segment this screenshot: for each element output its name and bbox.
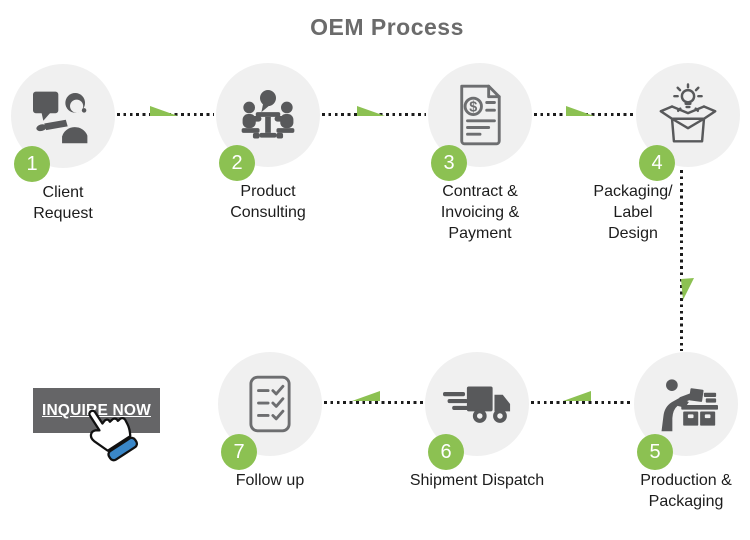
step-label: Contract & Invoicing & Payment bbox=[440, 183, 520, 242]
step-packaging-label-design: 4 Packaging/ Label Design bbox=[593, 63, 750, 244]
step-client-request: 1 Client Request bbox=[0, 64, 148, 224]
connector-dotted-line-4-5 bbox=[680, 170, 683, 351]
step-number-badge: 3 bbox=[431, 145, 467, 181]
contract-invoice-icon: $ bbox=[460, 84, 501, 146]
step-product-consulting: 2 Product Consulting bbox=[183, 63, 353, 223]
arrow-left-icon bbox=[352, 391, 380, 401]
step-number-badge: 6 bbox=[428, 434, 464, 470]
shipment-dispatch-icon bbox=[443, 386, 511, 423]
step-circle: $ bbox=[428, 63, 532, 167]
arrow-right-icon bbox=[150, 106, 178, 116]
step-circle bbox=[11, 64, 115, 168]
production-packaging-icon bbox=[661, 379, 718, 432]
arrow-right-icon bbox=[357, 106, 385, 116]
step-shipment-dispatch: 6 Shipment Dispatch bbox=[392, 352, 562, 491]
product-consulting-icon bbox=[241, 90, 295, 139]
connector-dotted-line-6-7 bbox=[324, 401, 423, 404]
step-label: Shipment Dispatch bbox=[409, 472, 545, 489]
packaging-label-design-icon bbox=[659, 83, 717, 143]
step-number-badge: 2 bbox=[219, 145, 255, 181]
step-follow-up: 7 Follow up bbox=[185, 352, 355, 491]
connector-dotted-line-5-6 bbox=[531, 401, 632, 404]
follow-up-icon bbox=[249, 375, 291, 433]
step-label: Product Consulting bbox=[230, 183, 306, 221]
arrow-down-icon bbox=[681, 278, 694, 300]
inquire-now-label: INQUIRE NOW bbox=[42, 401, 151, 419]
svg-text:$: $ bbox=[469, 100, 477, 116]
step-number-badge: 4 bbox=[639, 145, 675, 181]
step-number-badge: 1 bbox=[14, 146, 50, 182]
step-label: Production & Packaging bbox=[640, 472, 732, 510]
step-label: Packaging/ Label Design bbox=[593, 183, 673, 242]
step-circle bbox=[636, 63, 740, 167]
step-number-badge: 7 bbox=[221, 434, 257, 470]
step-label: Client Request bbox=[33, 184, 93, 222]
step-number-badge: 5 bbox=[637, 434, 673, 470]
arrow-left-icon bbox=[563, 391, 591, 401]
page-title: OEM Process bbox=[310, 14, 464, 40]
step-label: Follow up bbox=[235, 472, 305, 489]
client-request-icon bbox=[33, 91, 88, 144]
arrow-right-icon bbox=[566, 106, 594, 116]
step-production-packaging: 5 Production & Packaging bbox=[601, 352, 750, 512]
step-contract-invoicing-payment: $ 3 Contract & Invoicing & Payment bbox=[395, 63, 565, 244]
hand-cursor-icon bbox=[88, 409, 139, 462]
